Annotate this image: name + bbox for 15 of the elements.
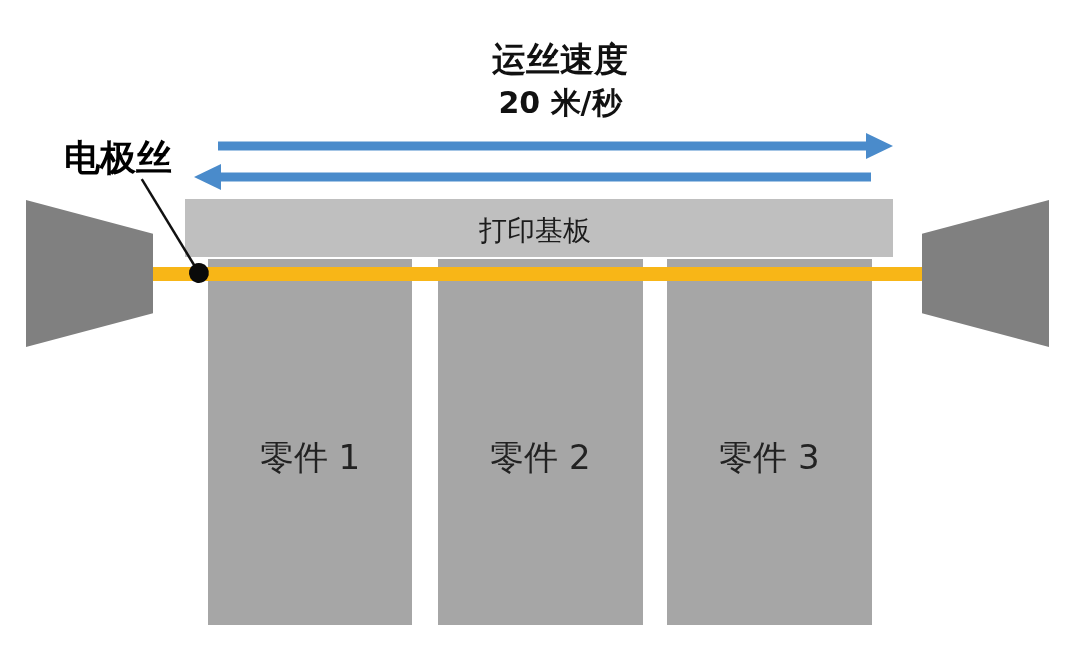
part-block (438, 259, 643, 625)
part-block (667, 259, 872, 625)
part-block (208, 259, 412, 625)
speed-label: 运丝速度 (492, 39, 628, 80)
print-plate (185, 199, 893, 257)
part-label: 零件 1 (259, 437, 361, 478)
callout-label: 电极丝 (64, 136, 172, 180)
part-label: 零件 2 (490, 437, 591, 478)
plate-label: 打印基板 (479, 214, 591, 248)
speed-label: 20 米/秒 (498, 85, 622, 121)
leader-line (140, 178, 209, 283)
part-label: 零件 3 (719, 437, 820, 478)
wire-guide (922, 200, 1049, 347)
wire-guide (26, 200, 153, 347)
electrode-wire (153, 267, 922, 281)
